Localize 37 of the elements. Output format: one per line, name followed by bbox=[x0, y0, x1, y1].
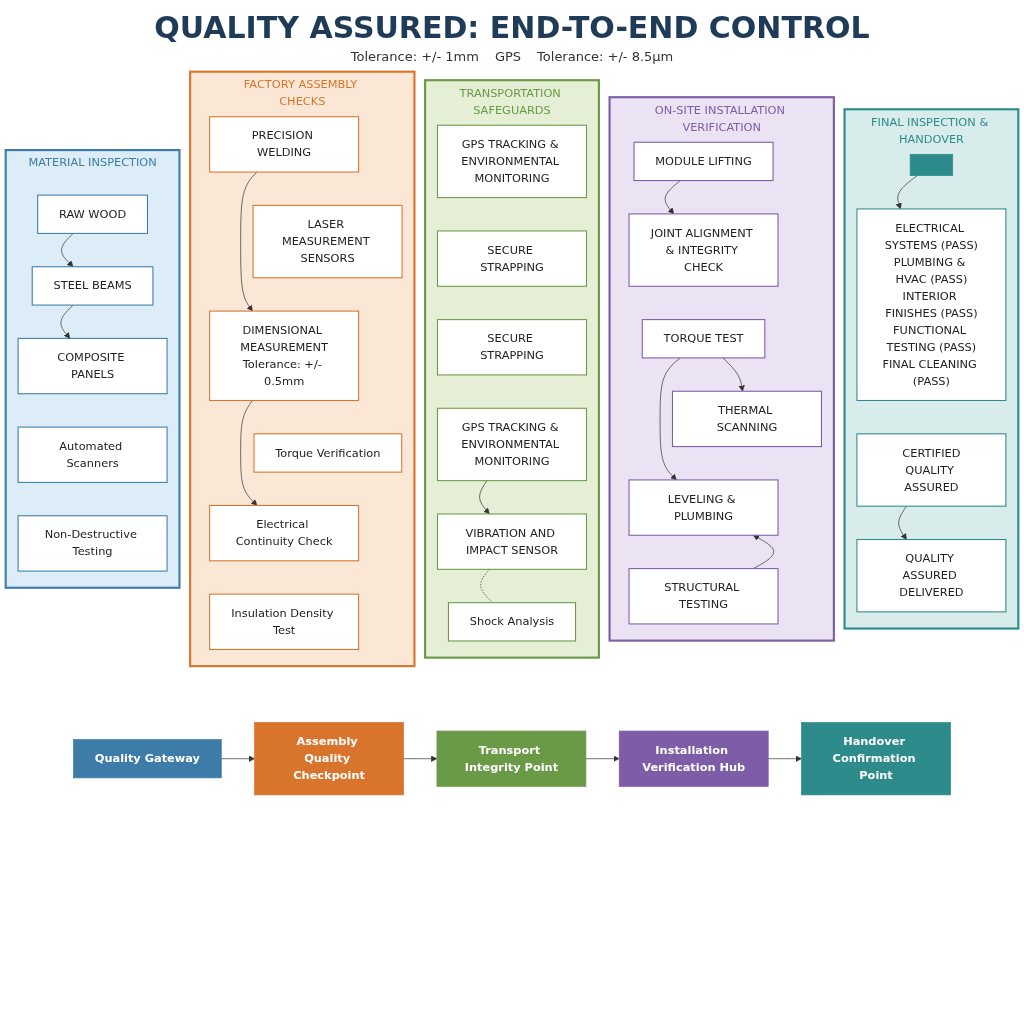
node-box: VIBRATION AND IMPACT SENSOR bbox=[437, 513, 587, 570]
node-box: GPS TRACKING & ENVIRONMENTAL MONITORING bbox=[437, 124, 587, 199]
node-box: Shock Analysis bbox=[447, 602, 577, 642]
note-label: GPS bbox=[494, 49, 522, 64]
node-box: Handover Confirmation Point bbox=[801, 722, 951, 796]
node-box: GPS TRACKING & ENVIRONMENTAL MONITORING bbox=[437, 407, 587, 482]
node-box: Transport Integrity Point bbox=[436, 730, 587, 787]
node-box: ELECTRICAL SYSTEMS (PASS) PLUMBING & HVAC (PASS) INTERIOR FINISHES (PASS) FUNCTIONAL TESTING (PASS) FINAL CLEANING (PASS) bbox=[856, 208, 1007, 401]
node-box: LASER MEASUREMENT SENSORS bbox=[252, 204, 403, 279]
node-box: SECURE STRAPPING bbox=[437, 230, 587, 287]
node-box: Insulation Density Test bbox=[209, 593, 360, 650]
node-box: Quality Gateway bbox=[73, 739, 222, 779]
node-box: QUALITY ASSURED DELIVERED bbox=[856, 539, 1007, 613]
node-box: SECURE STRAPPING bbox=[437, 319, 587, 376]
node-box: PRECISION WELDING bbox=[209, 116, 360, 173]
node-box: Installation Verification Hub bbox=[618, 730, 769, 787]
node-box: DIMENSIONAL MEASUREMENT Tolerance: +/- 0.5mm bbox=[209, 310, 360, 401]
node-box: TORQUE TEST bbox=[641, 319, 766, 359]
node-box: LEVELING & PLUMBING bbox=[628, 479, 779, 536]
node-box: Automated Scanners bbox=[17, 426, 168, 483]
node-box: MODULE LIFTING bbox=[633, 141, 774, 182]
title: QUALITY ASSURED: END-TO-END CONTROL bbox=[153, 10, 871, 45]
node-box: JOINT ALIGNMENT & INTEGRITY CHECK bbox=[628, 213, 779, 287]
node-box: Electrical Continuity Check bbox=[209, 504, 360, 562]
node-box: STEEL BEAMS bbox=[31, 266, 154, 306]
node-box: COMPOSITE PANELS bbox=[17, 337, 168, 395]
connector bbox=[480, 568, 493, 603]
node-box: Torque Verification bbox=[253, 433, 403, 473]
node-box: Assembly Quality Checkpoint bbox=[254, 722, 404, 796]
node-box: RAW WOOD bbox=[37, 194, 148, 234]
node-box: STRUCTURAL TESTING bbox=[628, 568, 779, 625]
node-box: THERMAL SCANNING bbox=[671, 390, 822, 448]
node-box: CERTIFIED QUALITY ASSURED bbox=[856, 433, 1007, 507]
node-box bbox=[909, 153, 954, 176]
note-label: Tolerance: +/- 8.5μm bbox=[537, 49, 674, 64]
node-box: Non-Destructive Testing bbox=[17, 515, 168, 572]
note-label: Tolerance: +/- 1mm bbox=[350, 49, 479, 64]
